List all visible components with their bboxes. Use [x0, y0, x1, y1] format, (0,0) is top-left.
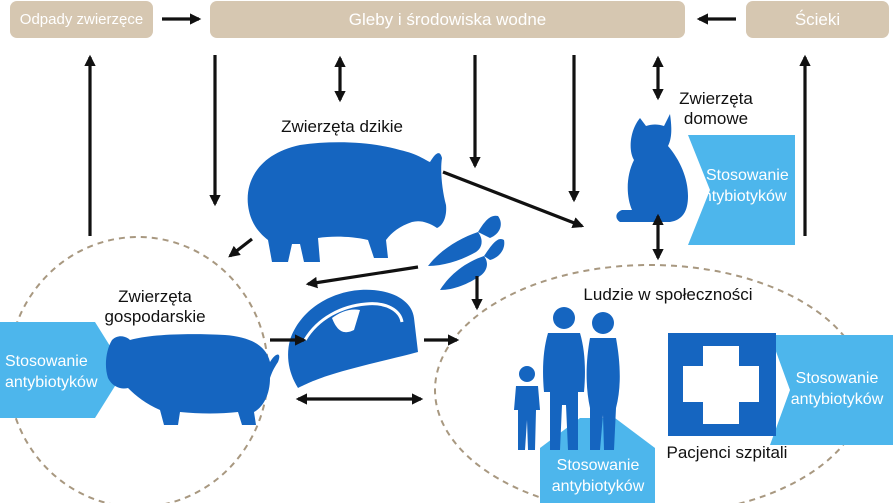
hospital-patients-label: Pacjenci szpitali: [666, 443, 788, 462]
antibiotics-tag-pets-line2: antybiotyków: [694, 188, 787, 205]
antibiotics-tag-pets-shape: [688, 135, 795, 245]
pets-label-line1: Zwierzęta: [679, 89, 753, 108]
soils-water-label: Gleby i środowiska wodne: [348, 9, 547, 29]
boar-icon: [247, 142, 447, 262]
arrows: [84, 13, 811, 405]
sewage-label: Ścieki: [794, 9, 841, 29]
arrow-wild-to-community: [442, 170, 585, 229]
antibiotics-tag-community-line2: antybiotyków: [551, 478, 645, 495]
wild-animals-label: Zwierzęta dzikie: [281, 117, 403, 136]
pig-icon: [105, 334, 280, 425]
farm-animals-label-line1: Zwierzęta: [118, 287, 192, 306]
meat-icon: [288, 289, 418, 388]
antibiotics-tag-pets-line1: Stosowanie: [706, 167, 789, 184]
animal-waste-label: Odpady zwierzęce: [19, 11, 144, 28]
carrot-icon: [428, 215, 505, 290]
arrow-produce-to-farm: [305, 265, 419, 289]
antibiotics-tag-hospital-line1: Stosowanie: [795, 370, 879, 387]
antibiotics-tag-pets: Stosowanie antybiotyków: [694, 165, 796, 207]
antibiotics-tag-hospital: Stosowanie antybiotyków: [782, 368, 892, 410]
cat-icon: [616, 114, 688, 222]
antibiotics-tag-farm-line2: antybiotyków: [5, 374, 98, 391]
antibiotics-tag-community: Stosowanie antybiotyków: [542, 455, 654, 497]
antibiotics-tag-community-line1: Stosowanie: [556, 457, 640, 474]
farm-animals-label-line2: gospodarskie: [104, 307, 206, 326]
soils-water-box: Gleby i środowiska wodne: [210, 1, 685, 38]
antibiotics-tag-farm: Stosowanie antybiotyków: [5, 351, 115, 393]
arrow-wild-to-farm: [228, 237, 253, 258]
family-icon: [514, 307, 620, 450]
antibiotics-tag-farm-shape: [0, 322, 125, 418]
sewage-box: Ścieki: [746, 1, 889, 38]
antibiotics-tag-hospital-shape: [770, 335, 893, 445]
pets-label-line2: domowe: [683, 109, 749, 128]
community-label: Ludzie w społeczności: [583, 285, 753, 304]
hospital-cross-icon: [668, 333, 776, 436]
animal-waste-box: Odpady zwierzęce: [10, 1, 153, 38]
antibiotics-tag-farm-line1: Stosowanie: [5, 353, 88, 370]
farm-animals-label: Zwierzęta gospodarskie: [80, 287, 230, 327]
antibiotics-tag-hospital-line2: antybiotyków: [790, 391, 884, 408]
pets-label: Zwierzęta domowe: [664, 89, 768, 129]
